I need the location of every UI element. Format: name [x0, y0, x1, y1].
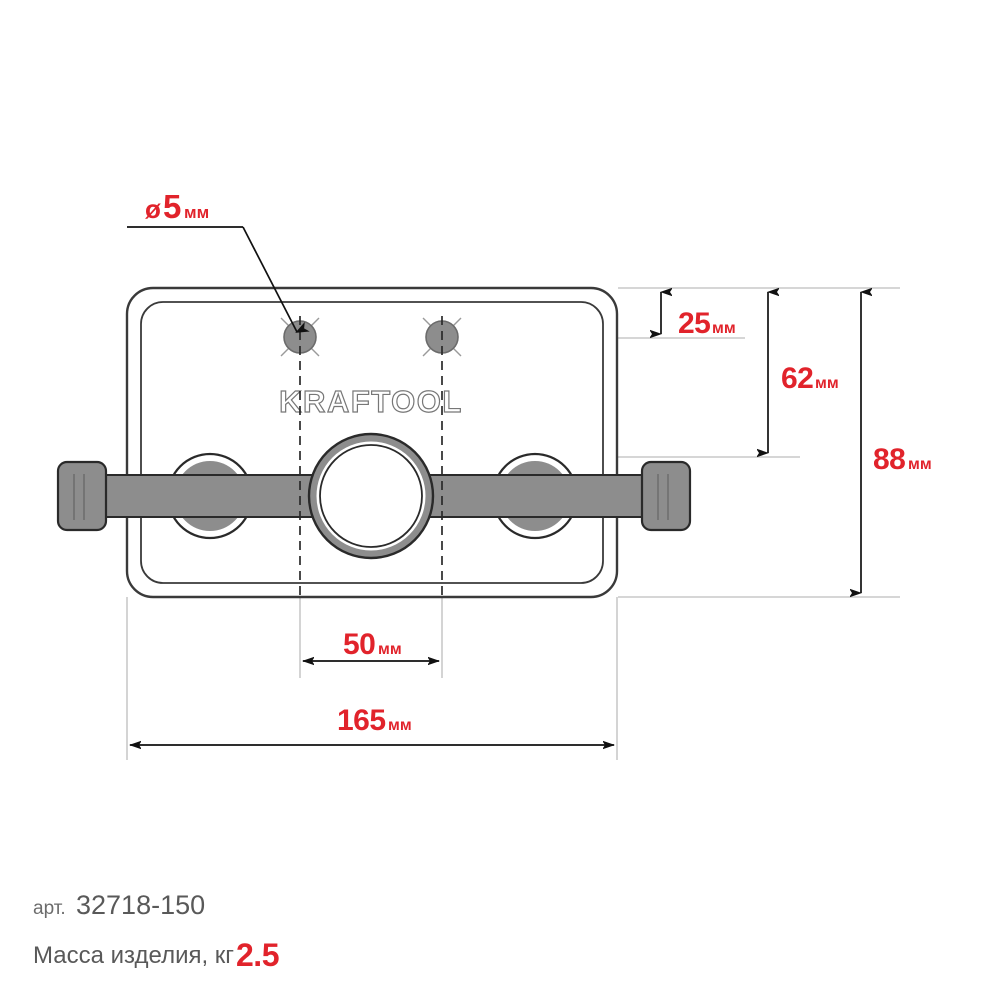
label-62mm: 62 мм: [781, 362, 839, 395]
end-cap-right: [640, 460, 692, 532]
dimension-25mm-value: 25: [678, 307, 710, 340]
dimension-88mm-unit: мм: [908, 456, 932, 473]
hole-diameter-unit: мм: [184, 203, 209, 222]
hole-diameter-leader: [127, 226, 310, 333]
mass-value: 2.5: [236, 937, 279, 973]
hole-diameter-symbol: ø: [145, 194, 161, 224]
end-cap-right-body: [640, 460, 692, 532]
hole-diameter-value: 5: [163, 188, 181, 225]
article-label: арт.: [33, 898, 66, 919]
footer-article: арт. 32718-150: [33, 890, 205, 920]
dimension-165mm-value: 165: [337, 704, 386, 737]
label-165mm: 165 мм: [337, 704, 412, 737]
label-25mm: 25 мм: [678, 307, 736, 340]
mass-label: Масса изделия, кг: [33, 942, 234, 969]
label-88mm: 88 мм: [873, 443, 932, 476]
dimension-50mm-value: 50: [343, 628, 375, 661]
leader-angled-segment: [242, 226, 310, 333]
dimension-62mm-unit: мм: [815, 375, 839, 392]
center-ring: [307, 432, 435, 560]
center-ring-inner: [319, 444, 423, 548]
label-hole-diameter: ø 5 мм: [145, 188, 209, 225]
kraftool-logo-text: KRAFTOOL: [279, 384, 463, 419]
dimension-88mm-value: 88: [873, 443, 905, 476]
dimension-50mm-unit: мм: [378, 641, 402, 658]
kraftool-logo: KRAFTOOL: [279, 383, 463, 419]
footer-mass: Масса изделия, кг 2.5: [33, 937, 279, 973]
dimension-62mm-value: 62: [781, 362, 813, 395]
dimension-165mm-unit: мм: [388, 717, 412, 734]
end-cap-left: [56, 460, 108, 532]
center-lines: [299, 316, 443, 598]
article-number: 32718-150: [76, 890, 205, 920]
label-50mm: 50 мм: [343, 628, 402, 661]
end-cap-left-body: [56, 460, 108, 532]
dimension-25mm-unit: мм: [712, 320, 736, 337]
